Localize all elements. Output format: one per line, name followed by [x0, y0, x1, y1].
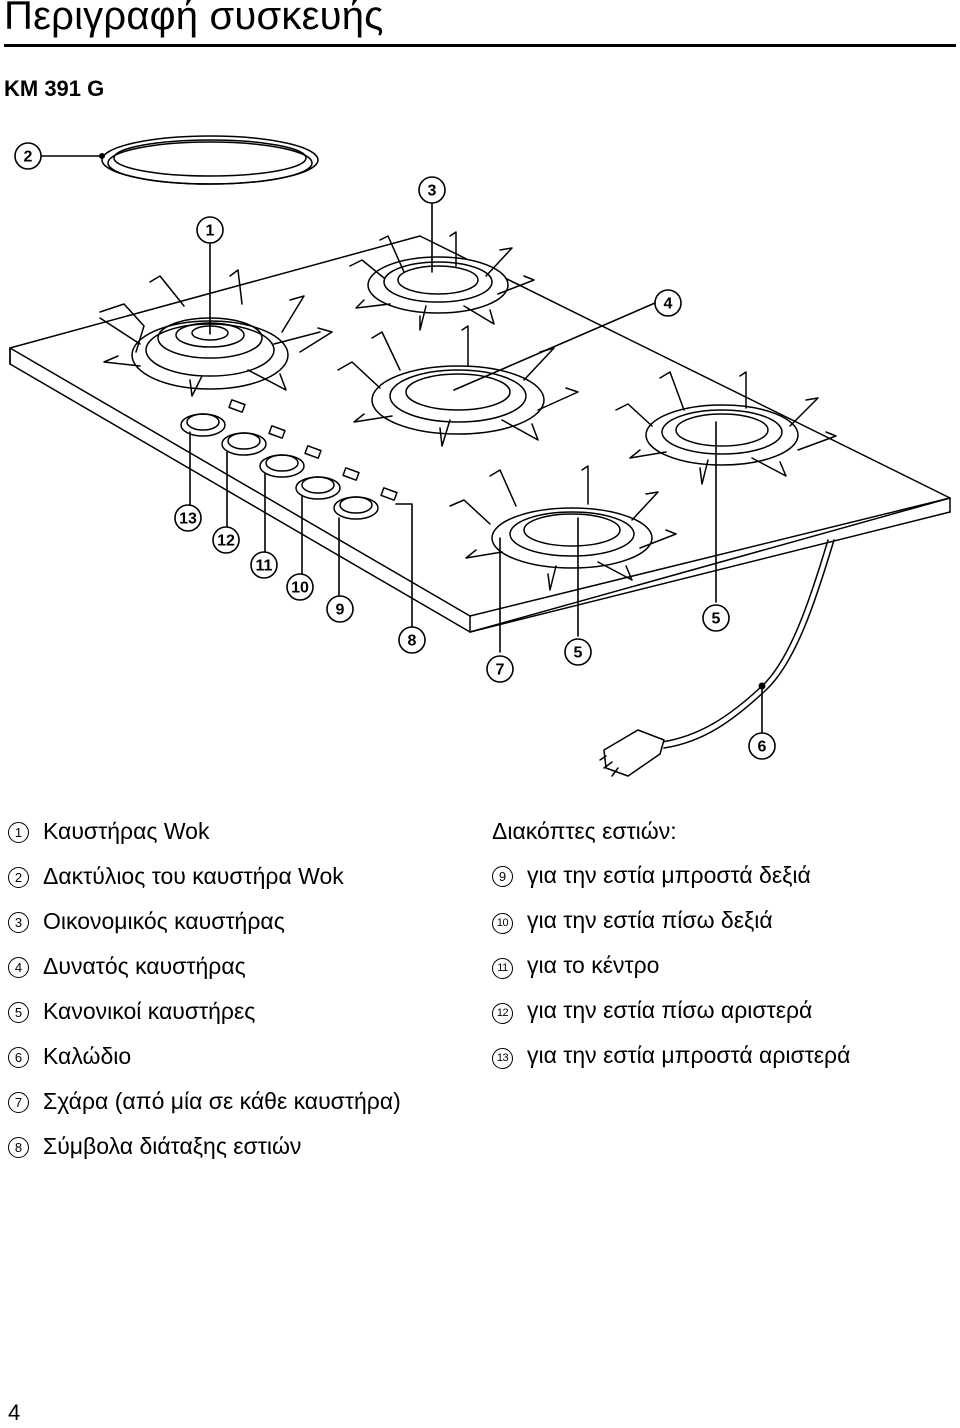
svg-text:11: 11 [256, 558, 273, 575]
legend-text: Δακτύλιος του καυστήρα Wok [43, 863, 344, 889]
svg-text:3: 3 [428, 183, 437, 200]
svg-text:9: 9 [336, 602, 345, 619]
legend-text: για την εστία πίσω αριστερά [527, 997, 813, 1023]
legend-number: 10 [492, 913, 513, 934]
legend-item: 12 για την εστία πίσω αριστερά [492, 997, 812, 1024]
economy-burner-drawing [349, 231, 535, 331]
title-rule [4, 44, 956, 47]
page-title: Περιγραφή συσκευής [4, 0, 384, 38]
callout-10: 10 [286, 573, 314, 601]
callout-9: 9 [326, 595, 354, 623]
legend-item: 5 Κανονικοί καυστήρες [8, 998, 255, 1025]
leader-lines [41, 155, 763, 733]
legend-text: Σχάρα (από μία σε κάθε καυστήρα) [43, 1088, 401, 1114]
legend-number: 4 [8, 957, 29, 978]
hob-diagram: 2 1 3 4 13 12 11 10 9 8 7 5 5 6 [9, 135, 951, 777]
legend-item: 9 για την εστία μπροστά δεξιά [492, 862, 811, 889]
front-burner-drawing [449, 465, 677, 591]
callout-11: 11 [250, 551, 278, 579]
callout-13: 13 [174, 504, 202, 532]
legend-text: Σύμβολα διάταξης εστιών [43, 1133, 302, 1159]
legend-number: 2 [8, 867, 29, 888]
legend-number: 5 [8, 1002, 29, 1023]
wok-burner-drawing [99, 269, 333, 397]
svg-text:5: 5 [712, 611, 721, 628]
callout-5-front: 5 [564, 638, 592, 666]
legend-text: Δυνατός καυστήρας [43, 953, 246, 979]
legend-right: Διακόπτες εστιών: 9 για την εστία μπροστά… [492, 818, 952, 1069]
legend-item: 7 Σχάρα (από μία σε κάθε καυστήρα) [8, 1088, 401, 1115]
callout-6: 6 [748, 732, 776, 760]
legend-item: 6 Καλώδιο [8, 1043, 131, 1070]
legend-text: Καλώδιο [43, 1043, 132, 1069]
callout-3: 3 [418, 176, 446, 204]
legend-left: 1 Καυστήρας Wok 2 Δακτύλιος του καυστήρα W… [8, 818, 468, 1178]
legend-number: 7 [8, 1092, 29, 1113]
legend-text: Καυστήρας Wok [43, 818, 210, 844]
legend-text: Οικονομικός καυστήρας [43, 908, 285, 934]
right-burner-drawing [615, 371, 837, 485]
legend-text: για το κέντρο [527, 952, 660, 978]
svg-text:5: 5 [574, 645, 583, 662]
legend-number: 11 [492, 958, 513, 979]
legend-text: για την εστία μπροστά δεξιά [527, 862, 811, 888]
legend-number: 1 [8, 822, 29, 843]
legend-item: 4 Δυνατός καυστήρας [8, 953, 246, 980]
svg-text:10: 10 [291, 580, 309, 597]
legend-text: για την εστία πίσω δεξιά [527, 907, 773, 933]
svg-text:1: 1 [206, 223, 215, 240]
legend-number: 12 [492, 1003, 513, 1024]
callout-1: 1 [196, 216, 224, 244]
legend-item: 8 Σύμβολα διάταξης εστιών [8, 1133, 301, 1160]
svg-text:12: 12 [217, 533, 235, 550]
legend-number: 13 [492, 1048, 513, 1069]
legend-item: 2 Δακτύλιος του καυστήρα Wok [8, 863, 344, 890]
svg-text:7: 7 [496, 662, 505, 679]
callout-7: 7 [486, 655, 514, 683]
legend-item: 3 Οικονομικός καυστήρας [8, 908, 285, 935]
callout-8: 8 [398, 626, 426, 654]
svg-text:2: 2 [24, 149, 33, 166]
legend-number: 9 [492, 866, 513, 887]
legend-text: για την εστία μπροστά αριστερά [527, 1042, 851, 1068]
legend-number: 6 [8, 1047, 29, 1068]
strong-burner-drawing [337, 325, 579, 447]
legend-heading: Διακόπτες εστιών: [492, 818, 677, 844]
legend-item: 11 για το κέντρο [492, 952, 659, 979]
control-knobs-drawing [180, 399, 398, 520]
legend-item: 13 για την εστία μπροστά αριστερά [492, 1042, 850, 1069]
page-number: 4 [8, 1400, 21, 1425]
wok-ring-drawing [101, 135, 319, 185]
legend-number: 8 [8, 1137, 29, 1158]
model-name: KM 391 G [4, 76, 105, 101]
callout-2: 2 [14, 142, 42, 170]
svg-text:13: 13 [179, 511, 197, 528]
legend-item: 1 Καυστήρας Wok [8, 818, 209, 845]
svg-text:6: 6 [758, 739, 767, 756]
legend-text: Κανονικοί καυστήρες [43, 998, 256, 1024]
callout-5-right: 5 [702, 604, 730, 632]
callout-4: 4 [654, 289, 682, 317]
legend-number: 3 [8, 912, 29, 933]
legend-item: 10 για την εστία πίσω δεξιά [492, 907, 773, 934]
callout-12: 12 [212, 526, 240, 554]
svg-text:8: 8 [408, 633, 417, 650]
svg-text:4: 4 [664, 296, 673, 313]
